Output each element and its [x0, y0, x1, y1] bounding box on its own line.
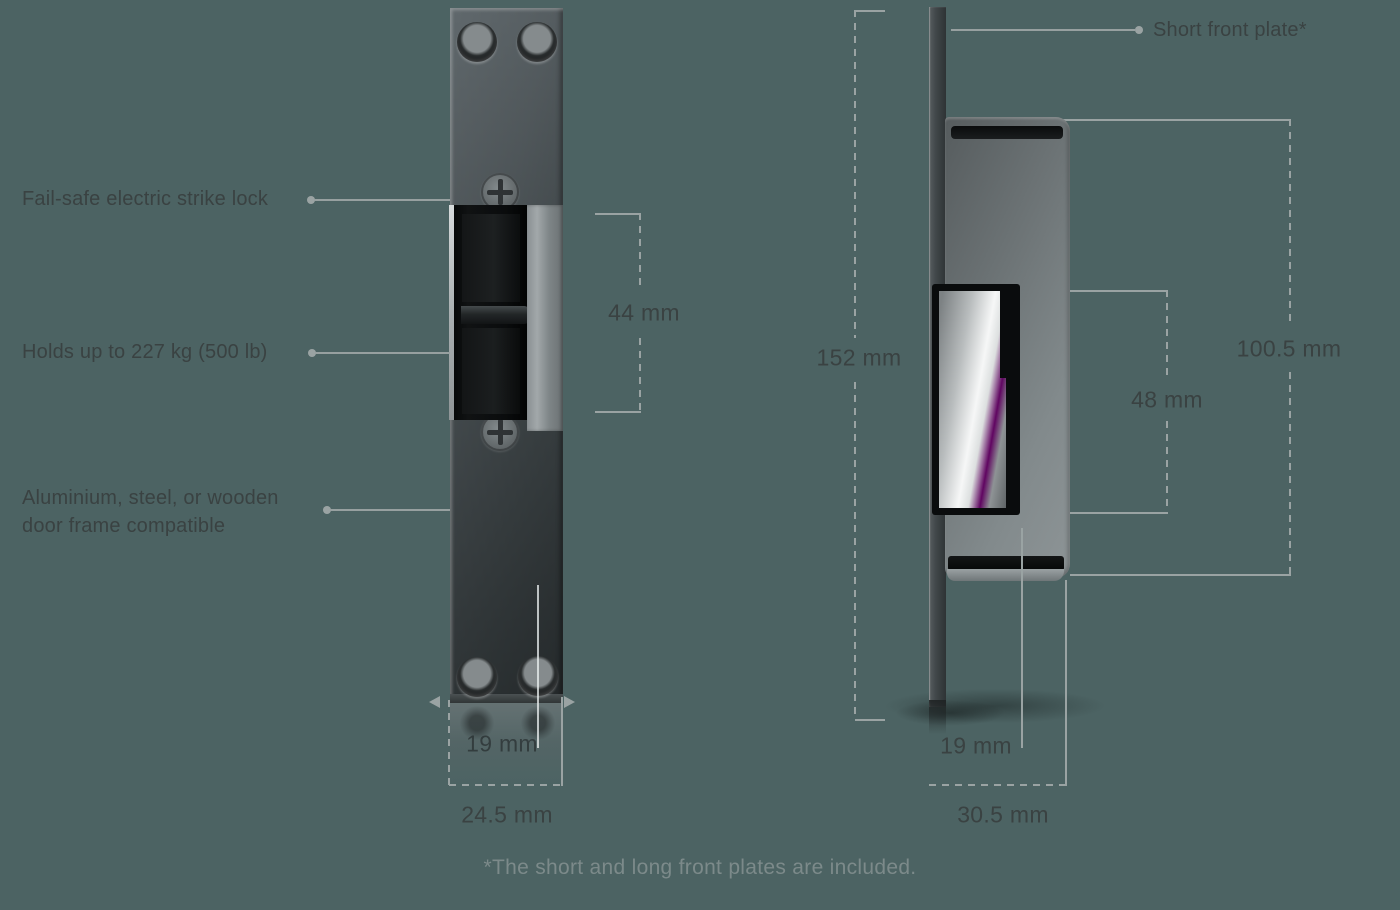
dim-label-overall-height: 152 mm — [816, 344, 902, 371]
callout-frame-compatibility-dot — [323, 506, 331, 514]
dim-48-dash-lower — [1166, 421, 1168, 513]
callout-short-front-plate: Short front plate* — [1153, 19, 1307, 41]
dim-label-plate-width: 24.5 mm — [461, 801, 553, 828]
dim-100-bottom-line — [1070, 574, 1291, 576]
callout-holding-force-dot — [308, 349, 316, 357]
keeper-chrome-face — [939, 291, 1006, 508]
dim-44-bottom-line — [595, 411, 641, 413]
dim-19-extension-line — [1021, 528, 1023, 748]
body-bottom-groove — [948, 556, 1064, 571]
callout-fail-safe-line — [314, 199, 450, 201]
callout-frame-compatibility: Aluminium, steel, or wooden door frame c… — [22, 484, 279, 540]
dim-44-dash-upper — [639, 213, 641, 288]
callout-frame-compatibility-line2: door frame compatible — [22, 515, 226, 537]
dim-label-overall-depth: 30.5 mm — [957, 801, 1049, 828]
dim-48-top-line — [1022, 290, 1168, 292]
dim-152-dash-upper — [854, 10, 856, 338]
mounting-hole-top-left — [457, 22, 497, 62]
dim-152-bottom-line — [855, 719, 885, 721]
body-top-groove — [951, 126, 1063, 139]
callout-short-front-plate-line — [951, 29, 1135, 31]
callout-frame-compatibility-line — [330, 509, 450, 511]
front-plate-reflection — [450, 703, 563, 791]
keeper-lower-face — [462, 328, 520, 414]
callout-frame-compatibility-line1: Aluminium, steel, or wooden — [22, 487, 279, 509]
keeper-upper-face — [462, 214, 520, 302]
dim-24-arrow-right-icon — [564, 696, 575, 708]
callout-fail-safe-dot — [307, 196, 315, 204]
reflection-hole-left — [459, 706, 495, 740]
side-view-shadow — [880, 688, 1110, 724]
dim-label-keeper-height: 48 mm — [1131, 386, 1203, 413]
dim-48-dash-upper — [1166, 290, 1168, 381]
side-front-plate-tip-fade — [929, 700, 946, 734]
footnote: *The short and long front plates are inc… — [483, 856, 917, 879]
latch-pivot-bar — [461, 306, 530, 324]
callout-fail-safe: Fail-safe electric strike lock — [22, 188, 269, 210]
dim-30-bottom-line — [929, 784, 1067, 786]
dim-label-body-height: 100.5 mm — [1236, 335, 1342, 362]
dim-24-bottom-line — [449, 784, 563, 786]
dim-100-dash-upper — [1289, 119, 1291, 327]
dim-48-bottom-line — [1029, 512, 1168, 514]
callout-short-front-plate-dot — [1135, 26, 1143, 34]
dim-label-latch-height: 44 mm — [608, 299, 680, 326]
dim-152-dash-lower — [854, 382, 856, 720]
dim-44-dash-lower — [639, 338, 641, 412]
mounting-hole-top-right — [517, 22, 557, 62]
dim-44-top-line — [595, 213, 641, 215]
dim-hole-offset-extension-line — [537, 585, 539, 748]
dim-100-dash-lower — [1289, 372, 1291, 575]
dim-30-extension-line — [1065, 580, 1067, 786]
dim-24-arrow-left-icon — [429, 696, 440, 708]
dim-100-top-line — [1056, 119, 1291, 121]
dim-label-recess-depth: 19 mm — [940, 732, 1012, 759]
body-bottom-lip — [947, 569, 1064, 581]
phillips-screw-upper — [481, 173, 519, 211]
cavity-edge-highlight — [449, 205, 454, 420]
dim-24-left-line — [448, 700, 450, 786]
dim-label-hole-offset-faint: 19 mm — [466, 730, 538, 757]
cavity-side-wall — [527, 205, 563, 431]
mounting-hole-bottom-left — [457, 657, 497, 697]
callout-holding-force: Holds up to 227 kg (500 lb) — [22, 341, 268, 363]
front-plate-shadow — [895, 700, 1005, 726]
dim-152-top-line — [855, 10, 885, 12]
dim-24-right-line — [561, 697, 563, 786]
callout-holding-force-line — [315, 352, 450, 354]
front-plate-bottom-edge — [450, 694, 563, 703]
screw-slot-vertical — [497, 178, 503, 206]
screw-slot-vertical — [497, 418, 503, 446]
